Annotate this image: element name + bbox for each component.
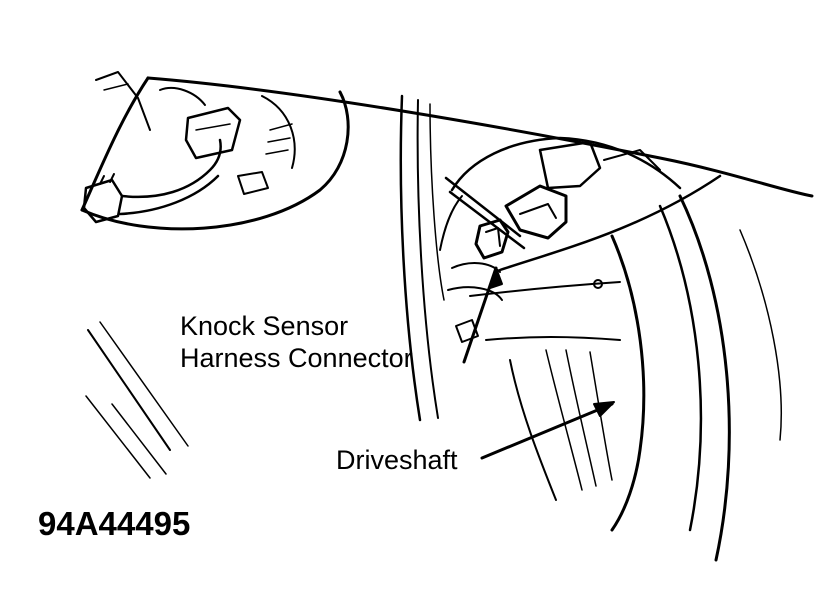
driveshaft-leader: [480, 401, 615, 460]
body-outline: [146, 76, 814, 198]
frame-rails: [399, 94, 445, 422]
knock-sensor-leader: [462, 266, 503, 364]
knock-sensor-label-line2: Harness Connector: [180, 343, 413, 373]
lower-left-lines: [85, 321, 189, 479]
driveshaft-label: Driveshaft: [336, 445, 458, 475]
knock-sensor-label-line1: Knock Sensor: [180, 311, 349, 341]
figure-id: 94A44495: [38, 505, 191, 542]
inset-view: [80, 71, 350, 231]
knock-sensor-connector: [444, 176, 568, 260]
driveshaft: [469, 174, 782, 562]
transmission-housing: [439, 136, 682, 343]
